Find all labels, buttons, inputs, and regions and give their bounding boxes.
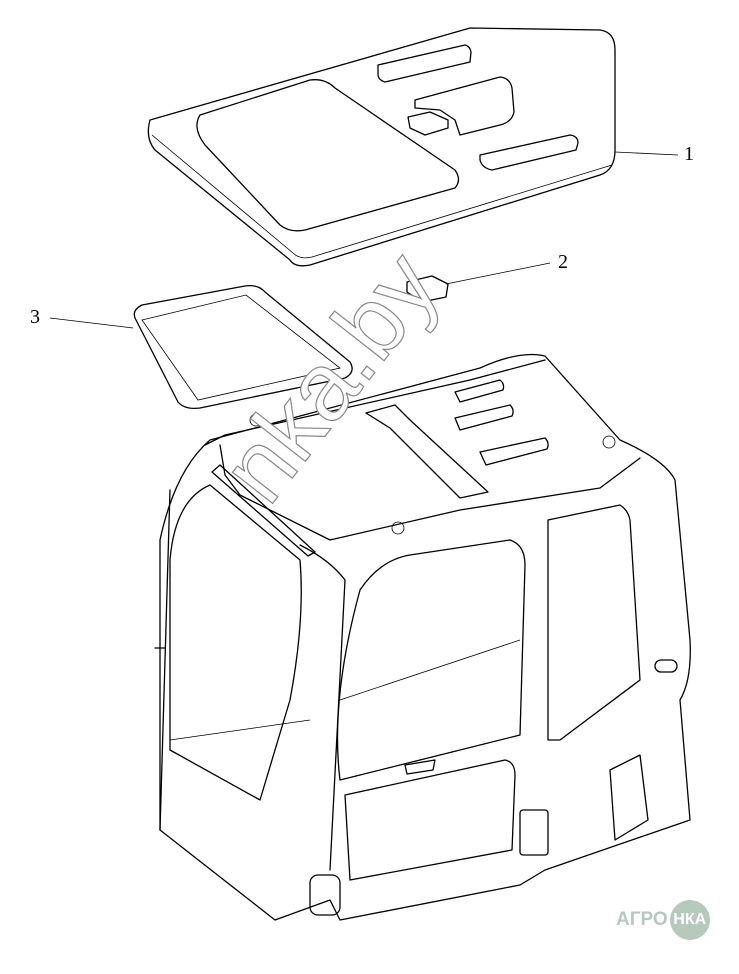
part-3-roof-glass (49, 284, 353, 410)
part-1-roof-panel (147, 27, 679, 267)
callout-1: 1 (684, 143, 694, 165)
cab-body (154, 353, 691, 921)
logo-left-text: АГРО (616, 909, 668, 930)
logo-right-text: НКА (673, 911, 707, 928)
callout-3: 3 (30, 306, 40, 328)
part-2-pad (406, 262, 551, 303)
agronka-logo: АГРО НКА (616, 898, 710, 942)
callout-2: 2 (558, 251, 568, 273)
logo-circle: НКА (669, 900, 710, 940)
